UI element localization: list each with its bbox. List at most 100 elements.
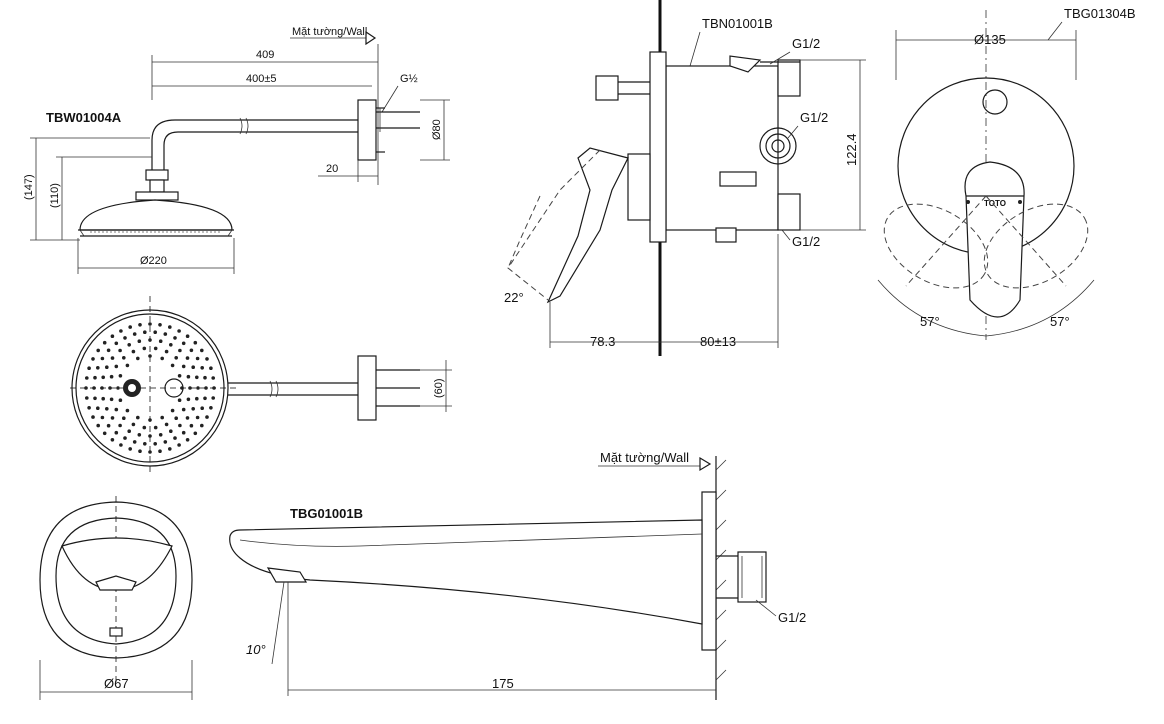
- nozzle-dot: [136, 356, 140, 361]
- thread-bot: G1/2: [792, 234, 820, 249]
- nozzle-dot: [200, 423, 204, 428]
- nozzle-dot: [127, 429, 131, 434]
- nozzle-dot: [203, 375, 207, 380]
- dim-78: 78.3: [590, 334, 615, 349]
- nozzle-dot: [169, 429, 173, 434]
- nozzle-dot: [178, 423, 182, 428]
- nozzle-dot: [205, 415, 209, 419]
- nozzle-dot: [173, 336, 177, 340]
- nozzle-dot: [158, 339, 163, 344]
- nozzle-dot: [185, 356, 190, 360]
- nozzle-dot: [85, 396, 89, 400]
- nozzle-dot: [114, 430, 119, 435]
- nozzle-dot: [164, 422, 169, 427]
- nozzle-dot: [105, 407, 109, 411]
- nozzle-dot: [132, 332, 137, 336]
- nozzle-dot: [128, 447, 132, 451]
- nozzle-dot: [100, 415, 105, 420]
- nozzle-dot: [160, 356, 164, 361]
- nozzle-dot: [136, 415, 140, 420]
- nozzle-dot: [92, 386, 96, 390]
- dim-110: (110): [49, 183, 61, 208]
- nozzle-dot: [105, 365, 109, 370]
- nozzle-dot: [177, 443, 181, 447]
- nozzle-pattern: [84, 322, 216, 454]
- brand-toto: TOTO: [984, 199, 1006, 208]
- nozzle-dot: [122, 356, 126, 360]
- nozzle-dot: [153, 330, 157, 335]
- dim-67: Ø67: [104, 676, 129, 691]
- nozzle-dot: [122, 416, 126, 421]
- nozzle-dot: [131, 422, 136, 427]
- dim-400: 400±5: [246, 73, 277, 85]
- nozzle-dot: [170, 363, 175, 368]
- nozzle-dot: [195, 396, 199, 401]
- nozzle-dot: [109, 397, 114, 402]
- nozzle-dot: [138, 323, 142, 327]
- nozzle-dot: [118, 348, 122, 353]
- nozzle-dot: [168, 325, 172, 329]
- nozzle-dot: [114, 364, 119, 369]
- nozzle-dot: [185, 438, 190, 442]
- nozzle-dot: [191, 365, 195, 370]
- nozzle-dot: [87, 406, 91, 410]
- nozzle-dot: [209, 406, 213, 410]
- nozzle-dot: [148, 434, 152, 438]
- nozzle-dot: [177, 329, 181, 333]
- angle-57-left: 57°: [920, 314, 940, 329]
- nozzle-dot: [191, 407, 195, 411]
- nozzle-dot: [114, 407, 119, 412]
- dim-thread-g12: G½: [400, 73, 418, 85]
- nozzle-dot: [185, 334, 190, 339]
- dim-220: Ø220: [140, 255, 167, 267]
- nozzle-dot: [87, 366, 91, 371]
- nozzle-dot: [142, 425, 147, 430]
- nozzle-dot: [158, 449, 162, 454]
- nozzle-dot: [118, 374, 123, 378]
- nozzle-dot: [163, 332, 168, 336]
- model-tbg01001b: TBG01001B: [290, 506, 363, 521]
- nozzle-dot: [158, 433, 163, 437]
- nozzle-dot: [177, 374, 182, 378]
- nozzle-dot: [195, 375, 199, 380]
- nozzle-dot: [153, 442, 157, 446]
- nozzle-dot: [169, 343, 173, 347]
- nozzle-dot: [200, 348, 204, 353]
- dim-80: Ø80: [431, 119, 443, 140]
- wall-label-top: Mặt tường/Wall: [292, 26, 367, 38]
- nozzle-dot: [125, 363, 130, 368]
- wall-label-bottom: Mặt tường/Wall: [600, 450, 689, 465]
- nozzle-dot: [188, 386, 192, 390]
- nozzle-dot: [148, 418, 152, 422]
- nozzle-dot: [142, 346, 147, 351]
- nozzle-dot: [193, 431, 198, 436]
- nozzle-dot: [189, 348, 194, 353]
- model-tbg01304b: TBG01304B: [1064, 6, 1136, 21]
- nozzle-dot: [110, 334, 115, 339]
- model-tbw01004a: TBW01004A: [46, 110, 122, 125]
- nozzle-dot: [127, 343, 131, 347]
- nozzle-dot: [123, 436, 127, 440]
- nozzle-dot: [91, 415, 95, 419]
- nozzle-dot: [153, 346, 158, 351]
- nozzle-dot: [204, 386, 208, 390]
- nozzle-dot: [148, 450, 152, 454]
- nozzle-dot: [137, 433, 142, 437]
- nozzle-dot: [93, 375, 97, 380]
- nozzle-dot: [96, 423, 100, 428]
- nozzle-dot: [164, 349, 169, 354]
- nozzle-dot: [148, 354, 152, 358]
- nozzle-dot: [106, 423, 111, 428]
- nozzle-dot: [123, 336, 127, 340]
- nozzle-dot: [85, 376, 89, 380]
- nozzle-dot: [101, 375, 105, 380]
- nozzle-dot: [102, 340, 107, 345]
- nozzle-dot: [212, 386, 216, 390]
- nozzle-dot: [203, 396, 207, 401]
- nozzle-dot: [108, 386, 112, 390]
- shower-head-front-view: (60): [70, 296, 452, 476]
- angle-10: 10°: [246, 642, 266, 657]
- nozzle-dot: [185, 416, 190, 420]
- nozzle-dot: [211, 396, 215, 400]
- nozzle-dot: [195, 356, 200, 361]
